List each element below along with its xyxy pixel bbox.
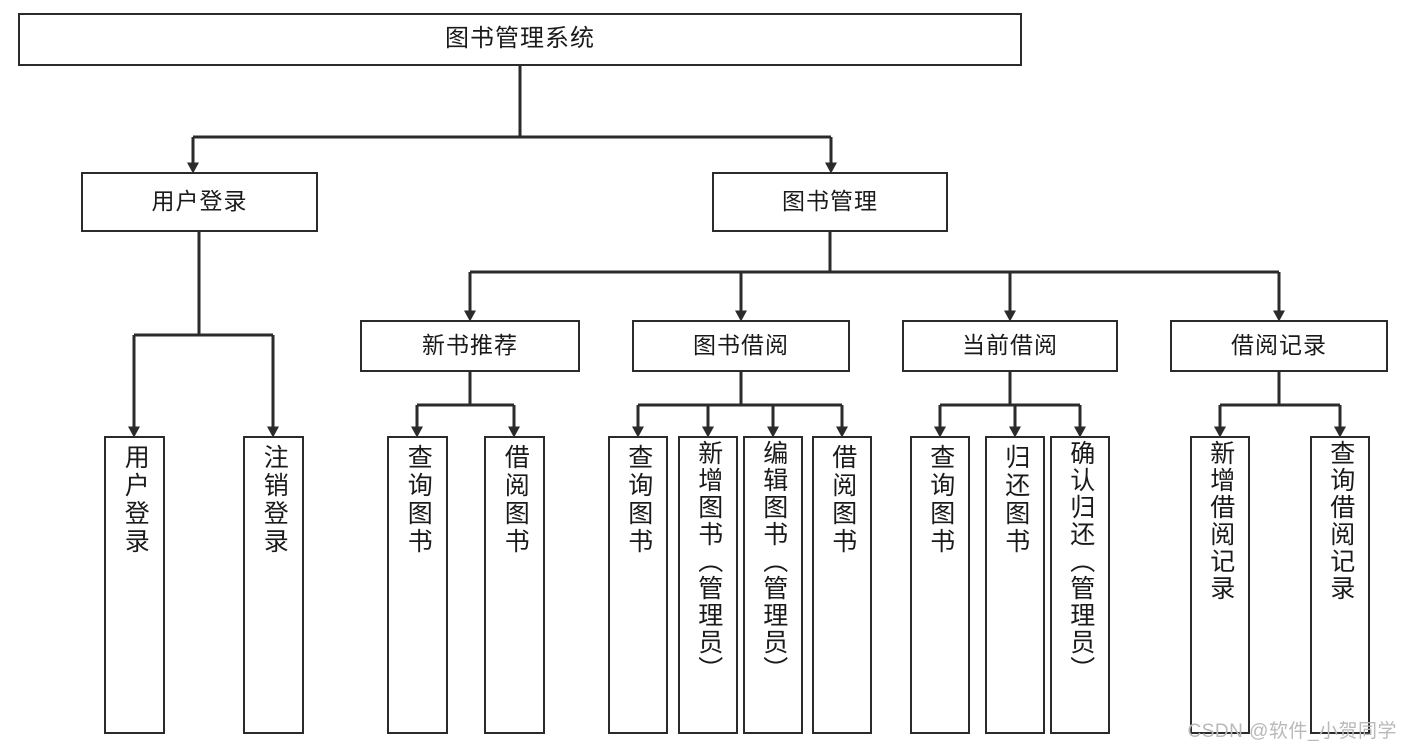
leaf-confirm-return-label: 确认归还（管理员） — [1066, 440, 1095, 683]
leaf-query-book-2[interactable]: 查询图书 — [608, 436, 668, 734]
node-root-label: 图书管理系统 — [445, 25, 595, 53]
leaf-borrow-book-1-label: 借阅图书 — [501, 444, 530, 556]
node-current-borrow[interactable]: 当前借阅 — [902, 320, 1118, 372]
leaf-add-borrow-record[interactable]: 新增借阅记录 — [1190, 436, 1250, 734]
node-borrow-record-label: 借阅记录 — [1231, 332, 1327, 359]
node-book-borrow-label: 图书借阅 — [693, 332, 789, 359]
node-current-borrow-label: 当前借阅 — [962, 332, 1058, 359]
node-user-login-label: 用户登录 — [151, 188, 248, 215]
leaf-add-book-admin[interactable]: 新增图书（管理员） — [678, 436, 738, 734]
leaf-edit-book-admin-label: 编辑图书（管理员） — [759, 440, 788, 683]
leaf-query-borrow-record[interactable]: 查询借阅记录 — [1310, 436, 1370, 734]
leaf-return-book-label: 归还图书 — [1001, 444, 1030, 556]
leaf-query-borrow-record-label: 查询借阅记录 — [1326, 440, 1355, 602]
leaf-borrow-book-1[interactable]: 借阅图书 — [484, 436, 545, 734]
node-root[interactable]: 图书管理系统 — [18, 13, 1022, 66]
leaf-logout-label: 注销登录 — [260, 444, 289, 556]
leaf-return-book[interactable]: 归还图书 — [985, 436, 1045, 734]
leaf-query-book-3[interactable]: 查询图书 — [910, 436, 970, 734]
leaf-query-book-1-label: 查询图书 — [404, 444, 433, 556]
node-book-borrow[interactable]: 图书借阅 — [632, 320, 850, 372]
leaf-query-book-3-label: 查询图书 — [926, 444, 955, 556]
node-borrow-record[interactable]: 借阅记录 — [1170, 320, 1388, 372]
csdn-watermark: CSDN @软件_小贺同学 — [1187, 721, 1397, 742]
node-book-manage-label: 图书管理 — [782, 188, 878, 215]
leaf-edit-book-admin[interactable]: 编辑图书（管理员） — [743, 436, 803, 734]
leaf-query-book-2-label: 查询图书 — [624, 444, 653, 556]
leaf-borrow-book-2[interactable]: 借阅图书 — [812, 436, 872, 734]
node-book-manage[interactable]: 图书管理 — [712, 172, 948, 232]
leaf-add-borrow-record-label: 新增借阅记录 — [1206, 440, 1235, 602]
leaf-borrow-book-2-label: 借阅图书 — [828, 444, 857, 556]
node-user-login[interactable]: 用户登录 — [81, 172, 318, 232]
leaf-logout[interactable]: 注销登录 — [243, 436, 304, 734]
leaf-user-login-label: 用户登录 — [121, 444, 150, 556]
leaf-add-book-admin-label: 新增图书（管理员） — [694, 440, 723, 683]
node-new-book-recommend-label: 新书推荐 — [422, 332, 518, 359]
leaf-query-book-1[interactable]: 查询图书 — [387, 436, 448, 734]
leaf-user-login[interactable]: 用户登录 — [104, 436, 165, 734]
node-new-book-recommend[interactable]: 新书推荐 — [360, 320, 580, 372]
leaf-confirm-return[interactable]: 确认归还（管理员） — [1050, 436, 1110, 734]
